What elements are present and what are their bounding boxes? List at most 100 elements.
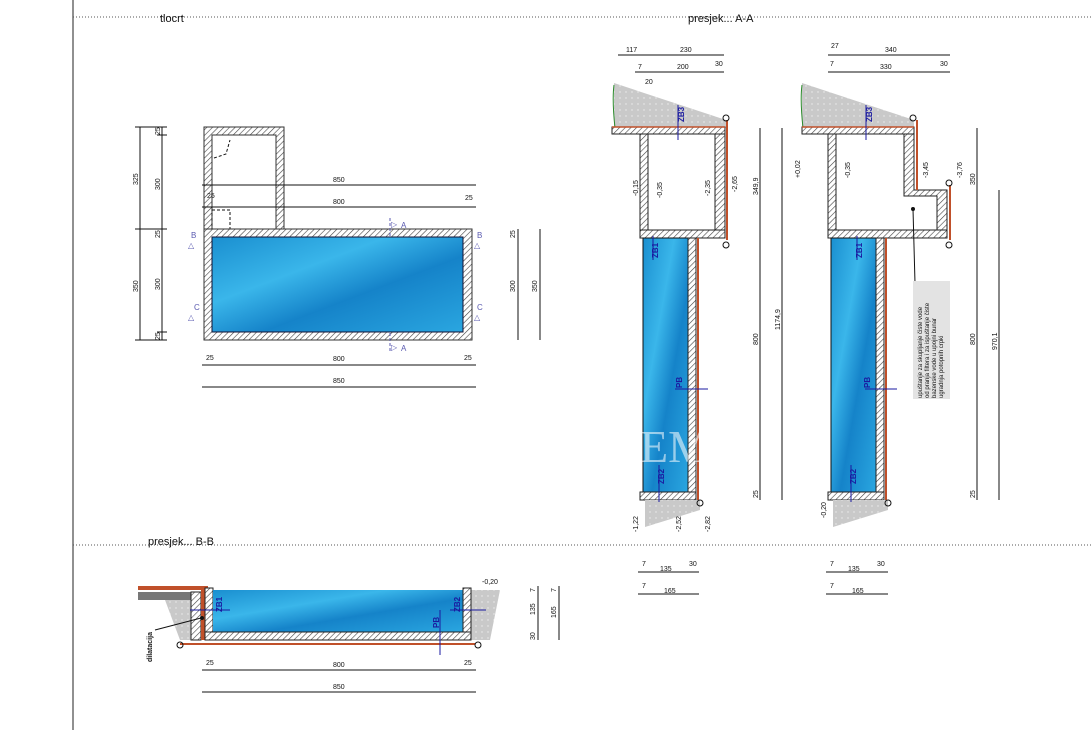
dim-label: 340 [885,47,897,54]
dim-label: 350 [532,280,539,292]
dim-label: -3,45 [923,162,930,178]
dim-label: 1174,9 [775,309,782,330]
marker-label: A [401,221,407,230]
dim-label: 30 [689,561,697,568]
dim-label: 25 [206,355,214,362]
dim-label: -0,20 [821,502,828,518]
dim-label: -0,35 [845,162,852,178]
dim-label: 800 [333,199,345,206]
dim-label: 7 [830,583,834,590]
dim-label: 970,1 [992,332,999,350]
dim-label: 165 [664,588,676,595]
dim-label: 25 [753,490,760,498]
dim-label: ZB2 [453,596,462,612]
dim-label: -2,82 [705,516,712,532]
dim-label: 30 [530,632,537,640]
dim-label: 7 [638,64,642,71]
dim-label: -2,35 [705,180,712,196]
section-marker-c: C△ C△ [188,303,483,322]
dim-label: 25 [206,660,214,667]
dim-label: 850 [333,177,345,184]
dim-label: 7 [551,588,558,592]
dim-label: 230 [680,47,692,54]
dim-label: 20 [645,79,653,86]
dim-label: 30 [715,61,723,68]
dim-label: -2,52 [676,516,683,532]
marker-triangle-icon: △ [188,313,195,322]
dim-label: 25 [155,230,162,238]
section-marker-b: B△ B△ [188,231,482,250]
dim-label: 25 [510,230,517,238]
section-marker-a: ▷A ▷A [389,218,407,353]
dim-label: bazenske vode u upojni bunar [932,318,938,398]
sheet-frame [72,0,1092,730]
dim-label: PB [863,377,872,388]
dim-label: ugradnja potopnih crpki [939,336,945,398]
dim-label: 850 [333,378,345,385]
dim-label: 30 [877,561,885,568]
dim-label: -0,20 [482,579,498,586]
dim-label: 135 [848,566,860,573]
marker-label: C [194,303,200,312]
dim-label: 7 [530,588,537,592]
dim-label: ZB3 [865,106,874,122]
dim-label: -0,35 [657,182,664,198]
dim-label: 25 [464,660,472,667]
dim-label: 25 [155,127,162,135]
marker-label: A [401,344,407,353]
dim-label: PB [432,617,441,628]
dim-label: -2,65 [732,176,739,192]
dim-label: od pranja filtera i za ispuštanje čiste [925,302,931,398]
marker-arrow-icon: ▷ [391,343,398,352]
dim-label: 300 [155,178,162,190]
section-aa-title: presjek... A-A [688,13,754,25]
dim-label: 165 [852,588,864,595]
dim-label: 25 [970,490,977,498]
dim-label: ZB2 [657,468,666,484]
dim-label: 850 [333,684,345,691]
marker-triangle-icon: △ [474,313,481,322]
dim-label: 350 [970,173,977,185]
dim-label: dilatacija [147,632,154,662]
dim-label: upuštanje za skupljanje čiste vode [918,306,924,398]
dim-label: ZB3 [677,106,686,122]
note-box [913,281,950,399]
dim-label: 25 [464,355,472,362]
marker-label: B [191,231,196,240]
dim-label: 7 [642,583,646,590]
dim-label: ZB1 [855,242,864,258]
section-aa-right: upuštanje za skupljanje čiste vode od pr… [795,43,1000,595]
marker-label: C [477,303,483,312]
dim-label: 200 [677,64,689,71]
marker-arrow-icon: ▷ [391,220,398,229]
dim-label: 27 [831,43,839,50]
dim-label: 800 [333,356,345,363]
dim-label: ZB1 [651,242,660,258]
dim-label: 325 [133,173,140,185]
watermark: EMI [640,421,724,472]
dim-label: 800 [333,662,345,669]
dim-label: 25 [155,332,162,340]
dim-label: 165 [551,606,558,618]
dim-label: 7 [830,561,834,568]
dim-label: 300 [510,280,517,292]
dim-label: 25 [465,195,473,202]
dim-label: 350 [133,280,140,292]
dim-label: -3,76 [957,162,964,178]
plan-pool-water [211,236,464,333]
dim-label: 135 [530,603,537,615]
dim-label: 330 [880,64,892,71]
dim-label: 7 [830,61,834,68]
dim-label: 800 [753,333,760,345]
dim-label: +0,02 [795,160,802,178]
plan-title: tlocrt [160,13,184,25]
dim-label: 117 [626,47,637,54]
dim-label: 300 [155,278,162,290]
dim-label: 30 [940,61,948,68]
marker-label: B [477,231,482,240]
dim-label: 349,9 [753,177,760,195]
marker-triangle-icon: △ [474,241,481,250]
section-bb: -0,20 ZB1 ZB2 PB dilatacija 7 135 30 7 1… [138,579,560,693]
